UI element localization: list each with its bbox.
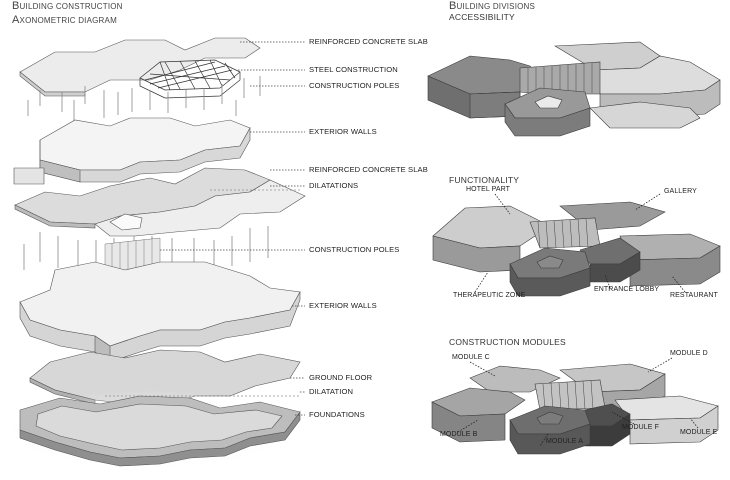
functionality-leaders bbox=[474, 193, 686, 293]
heading-functionality: FUNCTIONALITY bbox=[449, 175, 520, 185]
label-module-c: MODULE C bbox=[452, 354, 490, 361]
left-title-line2-initial: A bbox=[12, 14, 20, 26]
label-dilatations: DILATATIONS bbox=[309, 181, 359, 190]
accessibility-diagram bbox=[427, 41, 721, 137]
label-module-d: MODULE D bbox=[670, 350, 708, 357]
left-title-line1-rest: UILDING CONSTRUCTION bbox=[19, 2, 123, 11]
left-title-line1: BUILDING CONSTRUCTION bbox=[12, 0, 123, 14]
modules-diagram bbox=[431, 363, 719, 455]
middle-slab bbox=[14, 167, 306, 237]
exterior-walls-upper bbox=[13, 117, 251, 185]
steel-truss bbox=[139, 59, 241, 99]
top-slab bbox=[19, 37, 261, 97]
label-construction-poles-upper: CONSTRUCTION POLES bbox=[309, 81, 400, 90]
label-gallery: GALLERY bbox=[664, 188, 697, 195]
label-foundations: FOUNDATIONS bbox=[309, 410, 365, 419]
label-hotel-part: HOTEL PART bbox=[466, 186, 511, 193]
foundations bbox=[0, 390, 301, 470]
label-steel-construction: STEEL CONSTRUCTION bbox=[309, 65, 398, 74]
functionality-diagram bbox=[432, 201, 721, 297]
label-therapeutic-zone: THERAPEUTIC ZONE bbox=[453, 292, 526, 299]
label-reinforced-slab-top: REINFORCED CONCRETE SLAB bbox=[309, 37, 428, 46]
label-ground-floor: GROUND FLOOR bbox=[309, 373, 373, 382]
label-exterior-walls-upper: EXTERIOR WALLS bbox=[309, 127, 377, 136]
label-module-e: MODULE E bbox=[680, 429, 718, 436]
label-module-b: MODULE B bbox=[440, 431, 478, 438]
right-title-initial: B bbox=[449, 0, 457, 12]
heading-accessibility: ACCESSIBILITY bbox=[449, 12, 515, 22]
left-title-line2-rest: XONOMETRIC DIAGRAM bbox=[19, 16, 117, 25]
heading-construction-modules: CONSTRUCTION MODULES bbox=[449, 337, 566, 347]
construction-poles-upper bbox=[27, 76, 261, 124]
left-leader-lines bbox=[160, 41, 305, 416]
right-title-rest: UILDING DIVISIONS bbox=[456, 2, 536, 11]
left-title-line1-initial: B bbox=[12, 0, 20, 12]
label-restaurant: RESTAURANT bbox=[670, 292, 718, 299]
label-entrance-lobby: ENTRANCE LOBBY bbox=[594, 286, 660, 293]
axonometric-diagram bbox=[0, 37, 306, 470]
label-dilatation: DILATATION bbox=[309, 387, 354, 396]
label-reinforced-slab-middle: REINFORCED CONCRETE SLAB bbox=[309, 165, 428, 174]
modules-leaders bbox=[457, 357, 699, 447]
label-exterior-walls-lower: EXTERIOR WALLS bbox=[309, 301, 377, 310]
left-title-line2: AXONOMETRIC DIAGRAM bbox=[12, 10, 117, 28]
label-construction-poles-lower: CONSTRUCTION POLES bbox=[309, 245, 400, 254]
exterior-walls-lower bbox=[19, 261, 301, 363]
label-module-a: MODULE A bbox=[546, 438, 583, 445]
right-title: BUILDING DIVISIONS bbox=[449, 0, 535, 14]
label-module-f: MODULE F bbox=[622, 424, 659, 431]
